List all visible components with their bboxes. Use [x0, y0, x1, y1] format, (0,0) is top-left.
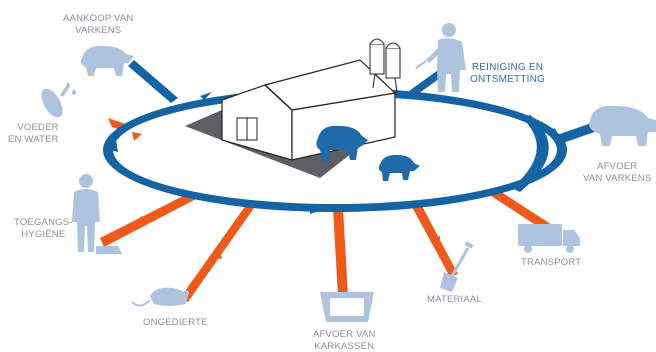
pig-small — [378, 154, 420, 181]
spoke-arrow-voeder — [132, 132, 142, 141]
spoke-arrow-materiaal — [432, 236, 440, 247]
label-reiniging-en-ontsmetting: REINIGING EN ONTSMETTING — [470, 62, 545, 85]
spoke-aankoop — [128, 60, 178, 103]
outer-icons — [41, 23, 656, 322]
feed-scoop-icon — [41, 82, 76, 118]
pig-large — [316, 125, 368, 162]
spoke-toegang — [100, 190, 200, 247]
ring-arrow-2 — [548, 128, 560, 140]
label-toegangshygiene: TOEGANGS- HYGIËNE — [14, 217, 73, 240]
label-materiaal: MATERIAAL — [427, 294, 482, 305]
pig-icon — [80, 45, 134, 76]
spoke-arrow-transport — [514, 205, 522, 215]
spoke-arrow-karkassen — [336, 252, 346, 262]
label-voeder-en-water: VOEDER EN WATER — [8, 122, 59, 145]
spoke-arrow-toegang — [132, 216, 142, 226]
label-afvoer-van-varkens: AFVOER VAN VARKENS — [583, 161, 652, 184]
shovel-icon — [440, 241, 474, 292]
label-ongedierte: ONGEDIERTE — [143, 317, 208, 328]
ring-arrow-4 — [110, 140, 118, 152]
label-afvoer-van-karkassen: AFVOER VAN KARKASSEN — [313, 329, 376, 352]
carcass-container-icon — [320, 292, 374, 322]
spoke-arrow-ongedierte — [214, 248, 222, 259]
pig-icon — [316, 125, 420, 181]
pig-icon — [589, 105, 656, 146]
ring-arrow-1 — [200, 92, 212, 100]
farmer-spraying-icon — [415, 23, 466, 92]
label-aankoop-van-varkens: AANKOOP VAN VARKENS — [63, 13, 134, 36]
label-transport: TRANSPORT — [521, 257, 582, 268]
spoke-arrows — [132, 132, 522, 262]
ring-arrows — [110, 92, 560, 214]
truck-icon — [518, 224, 580, 253]
silo-icon — [369, 38, 401, 93]
rat-icon — [131, 287, 189, 307]
visitor-with-boots-icon — [72, 174, 122, 254]
ring-arrow-3 — [310, 205, 322, 214]
